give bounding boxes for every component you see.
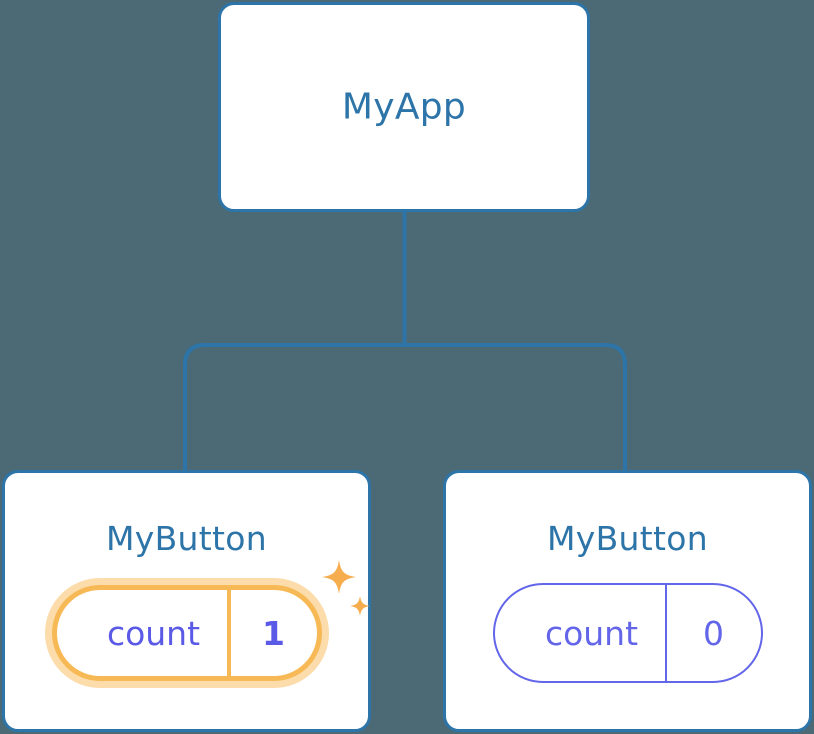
state-value-label: 0 [703,613,724,653]
state-pill-divider [664,585,667,681]
state-pill-divider [226,590,231,676]
node-mybutton-left[interactable]: MyButton count 1 [2,470,371,732]
node-mybutton-right-title: MyButton [547,519,708,558]
connector-branch-left [183,343,405,472]
state-pill-normal[interactable]: count 0 [492,583,763,683]
state-pill-wrapper-left: count 1 [5,578,368,688]
node-myapp-title: MyApp [341,86,467,128]
state-pill-wrapper-right: count 0 [446,583,809,683]
state-key-label: count [544,613,639,653]
state-key-label: count [106,613,201,653]
state-pill-highlighted[interactable]: count 1 [44,578,329,688]
node-mybutton-right[interactable]: MyButton count 0 [443,470,812,732]
node-mybutton-left-title: MyButton [106,519,267,558]
node-myapp[interactable]: MyApp [218,2,590,212]
state-value-label: 1 [262,613,285,653]
connector-branch-right [404,343,627,472]
